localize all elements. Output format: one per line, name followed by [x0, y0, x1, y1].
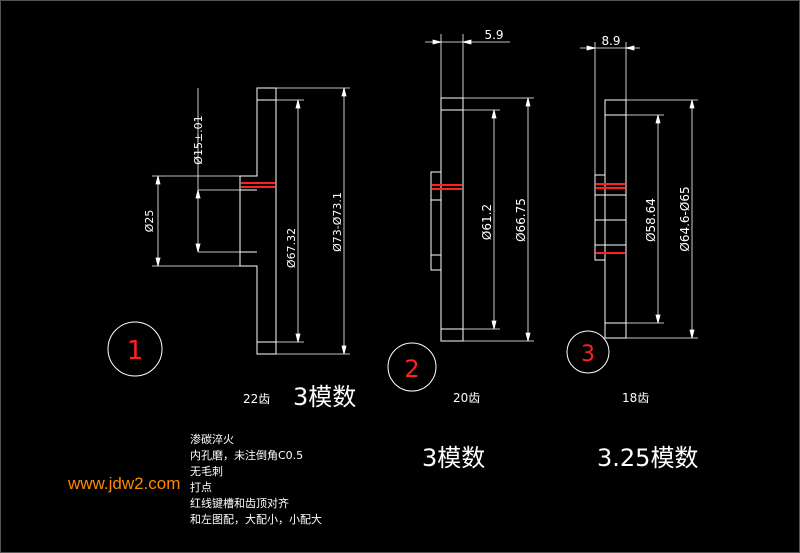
part-2-outline: [430, 97, 464, 342]
note-line: 内孔磨，未注倒角C0.5: [190, 449, 304, 462]
part-3-teeth: 18齿: [622, 391, 650, 405]
part-2-dim-thickness: 5.9: [484, 28, 503, 42]
part-1-teeth: 22齿: [243, 392, 271, 406]
part-1-outline: [239, 87, 277, 355]
part-1-dim-hub: Ø25: [143, 210, 156, 233]
part-2-balloon: [387, 342, 437, 392]
part-1-module: 3模数: [293, 383, 357, 411]
part-3-balloon-label: 3: [581, 342, 595, 367]
part-2-keyway: [432, 184, 462, 190]
part-3-dim-outer: Ø64.6-Ø65: [678, 186, 692, 251]
part-1-balloon-label: 1: [127, 336, 144, 366]
note-line: 渗碳淬火: [190, 433, 234, 446]
part-3-dim-pitch: Ø58.64: [644, 198, 658, 242]
part-1-dim-bore: Ø15±.01: [192, 115, 205, 164]
technical-notes: 渗碳淬火 内孔磨，未注倒角C0.5 无毛刺 打点 红线键槽和齿顶对齐 和左图配，…: [190, 432, 322, 528]
part-1-dim-outer: Ø73-Ø73.1: [331, 192, 344, 252]
part-2-teeth: 20齿: [453, 391, 481, 405]
part-2-dimensions: [425, 34, 534, 342]
part-3-module: 3.25模数: [597, 444, 699, 472]
note-line: 无毛刺: [190, 465, 223, 478]
part-2-dim-outer: Ø66.75: [514, 198, 528, 242]
note-line: 红线键槽和齿顶对齐: [190, 497, 289, 510]
part-3-dimensions: [580, 42, 698, 339]
part-1-balloon: [107, 321, 163, 377]
note-line: 打点: [190, 481, 212, 494]
part-1-dim-pitch: Ø67.32: [285, 228, 298, 268]
part-2-dim-pitch: Ø61.2: [480, 204, 494, 240]
part-3-dim-thickness: 8.9: [601, 34, 620, 48]
part-2-balloon-label: 2: [404, 355, 419, 383]
part-3-outline: [594, 99, 627, 339]
part-2-module: 3模数: [422, 444, 486, 472]
watermark: www.jdw2.com: [68, 474, 181, 493]
part-1-keyway: [241, 182, 275, 188]
part-3-keyway: [596, 183, 625, 254]
part-3-balloon: [566, 330, 610, 374]
note-line: 和左图配，大配小，小配大: [190, 513, 322, 526]
part-1-dimensions: [152, 87, 350, 355]
